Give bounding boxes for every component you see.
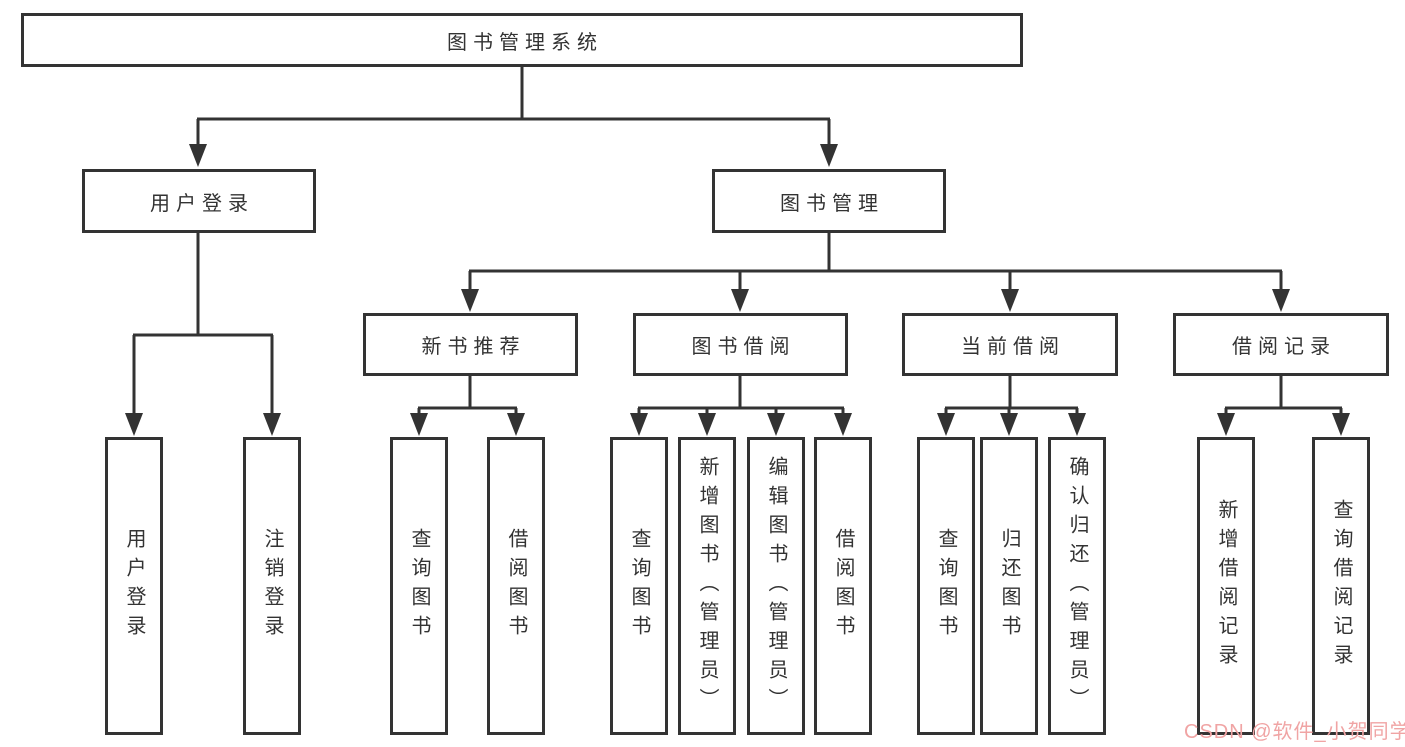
node-label: 借阅图书: [505, 528, 527, 644]
csdn-watermark: CSDN @软件_小贺同学: [1184, 721, 1405, 743]
leaf-user-login: 用户登录: [105, 437, 163, 735]
node-label: 图书借阅: [691, 336, 796, 358]
leaf-query-borrow-record: 查询借阅记录: [1312, 437, 1370, 735]
leaf-borrow-book-1: 借阅图书: [487, 437, 545, 735]
node-label: 图书管理系统: [447, 31, 603, 54]
leaf-return-book: 归还图书: [980, 437, 1038, 735]
node-label: 用户登录: [150, 192, 254, 215]
node-user-login-module: 用户登录: [82, 169, 316, 233]
node-book-management: 图书管理: [712, 169, 946, 233]
node-library-system: 图书管理系统: [21, 13, 1023, 67]
leaf-add-borrow-record: 新增借阅记录: [1197, 437, 1255, 735]
node-new-book-recommend: 新书推荐: [363, 313, 578, 376]
node-label: 注销登录: [261, 528, 283, 644]
node-label: 编辑图书（管理员）: [765, 455, 787, 717]
node-label: 归还图书: [998, 528, 1020, 644]
node-label: 新增借阅记录: [1215, 499, 1237, 673]
node-label: 借阅图书: [832, 528, 854, 644]
node-current-borrow: 当前借阅: [902, 313, 1118, 376]
leaf-query-book-1: 查询图书: [390, 437, 448, 735]
node-label: 确认归还（管理员）: [1066, 455, 1088, 717]
node-label: 当前借阅: [961, 336, 1065, 358]
node-book-borrow: 图书借阅: [633, 313, 848, 376]
node-label: 查询图书: [935, 528, 957, 644]
node-label: 新增图书（管理员）: [696, 455, 718, 717]
leaf-borrow-book-2: 借阅图书: [814, 437, 872, 735]
node-label: 新书推荐: [421, 336, 526, 358]
leaf-edit-book-admin: 编辑图书（管理员）: [747, 437, 805, 735]
node-label: 查询图书: [628, 528, 650, 644]
node-label: 用户登录: [123, 528, 145, 644]
node-borrow-record: 借阅记录: [1173, 313, 1389, 376]
node-label: 图书管理: [780, 192, 884, 215]
node-label: 查询借阅记录: [1330, 499, 1352, 673]
leaf-query-book-2: 查询图书: [610, 437, 668, 735]
leaf-confirm-return-admin: 确认归还（管理员）: [1048, 437, 1106, 735]
arrowheads: [125, 144, 1350, 436]
leaf-add-book-admin: 新增图书（管理员）: [678, 437, 736, 735]
node-label: 借阅记录: [1232, 336, 1336, 358]
leaf-query-book-3: 查询图书: [917, 437, 975, 735]
node-label: 查询图书: [408, 528, 430, 644]
leaf-logout: 注销登录: [243, 437, 301, 735]
